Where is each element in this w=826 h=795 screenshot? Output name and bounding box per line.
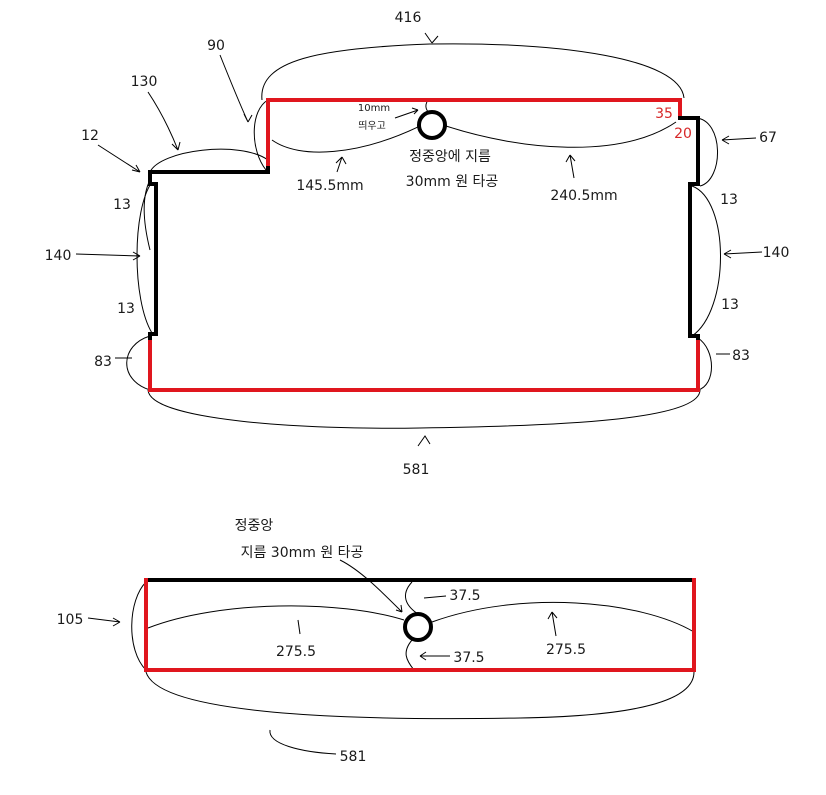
dim-right-83: 83 <box>732 348 750 364</box>
bottom-red-edges <box>144 578 696 672</box>
hole-note-line2: 30mm 원 타공 <box>406 174 499 190</box>
arrow-12 <box>97 144 141 173</box>
dim-right-notch-lower: 13 <box>721 297 739 313</box>
bottom-hole <box>403 612 433 642</box>
dim-37-5-top: 37.5 <box>449 588 480 604</box>
loop-416 <box>261 43 685 101</box>
arrow-105 <box>87 617 121 627</box>
dim-90: 90 <box>207 38 225 54</box>
top-hole <box>417 110 447 140</box>
dim-130: 130 <box>131 74 158 90</box>
loop-581 <box>147 389 701 429</box>
loop-105 <box>131 581 147 671</box>
loop-37-top <box>404 581 419 615</box>
dim-145-5: 145.5mm <box>296 178 363 194</box>
dim-581-top: 581 <box>403 462 430 478</box>
arrow-416 <box>424 32 439 44</box>
arrow-275-right <box>547 611 558 637</box>
arrow-right-67 <box>721 135 757 145</box>
loop-130 <box>149 148 269 173</box>
dim-37-5-bottom: 37.5 <box>453 650 484 666</box>
top-outline-red <box>148 98 700 392</box>
loop-37-bottom <box>405 639 415 671</box>
arrow-130 <box>147 91 181 151</box>
arrow-90 <box>219 54 253 123</box>
dim-275-5-left: 275.5 <box>276 644 316 660</box>
loop-left-83 <box>126 335 151 391</box>
bottom-note-line2: 지름 30mm 원 타공 <box>241 545 364 561</box>
dim-left-83: 83 <box>94 354 112 370</box>
top-outline-black <box>148 116 700 340</box>
dim-240-5: 240.5mm <box>550 188 617 204</box>
loop-90 <box>253 99 269 171</box>
arrow-left-140 <box>75 251 141 261</box>
dim-581-bottom: 581 <box>340 749 367 765</box>
arrow-240-5 <box>565 154 576 179</box>
bottom-part-drawing <box>87 559 696 755</box>
loop-275-right <box>431 601 695 633</box>
loop-145-5 <box>271 125 421 153</box>
offset-note-line2: 띄우고 <box>358 120 386 132</box>
dim-right-notch-upper: 13 <box>720 192 738 208</box>
arrow-581 <box>417 435 431 447</box>
loop-left-upper <box>143 179 151 251</box>
loop-right-140 <box>691 185 721 337</box>
dim-left-notch-upper: 13 <box>113 197 131 213</box>
arrow-right-140 <box>723 249 763 259</box>
bottom-note-line1: 정중앙 <box>235 518 274 534</box>
top-part-drawing <box>75 32 763 447</box>
arrow-37-bottom <box>419 651 450 661</box>
dim-105: 105 <box>57 612 84 628</box>
offset-note-line1: 10mm <box>358 103 390 114</box>
dim-right-140: 140 <box>763 245 790 261</box>
loop-right-67 <box>695 117 718 187</box>
arrow-581-bottom <box>269 729 337 755</box>
dim-20-red: 20 <box>674 126 692 142</box>
dim-35-red: 35 <box>655 106 673 122</box>
dim-275-5-right: 275.5 <box>546 642 586 658</box>
loop-right-83 <box>697 337 712 391</box>
loop-240-5 <box>445 121 677 148</box>
dim-12: 12 <box>81 128 99 144</box>
dim-67: 67 <box>759 130 777 146</box>
arrow-145-5 <box>335 156 347 173</box>
arrow-37-top <box>423 595 447 599</box>
arrow-275-left <box>297 619 301 635</box>
dim-left-notch-lower: 13 <box>117 301 135 317</box>
dim-left-140: 140 <box>45 248 72 264</box>
arrow-hole-note <box>339 559 403 613</box>
loop-275-left <box>147 605 405 629</box>
loop-581-bottom <box>145 671 695 720</box>
arrow-10mm <box>394 107 419 119</box>
hole-note-line1: 정중앙에 지름 <box>409 149 491 165</box>
dim-416: 416 <box>395 10 422 26</box>
